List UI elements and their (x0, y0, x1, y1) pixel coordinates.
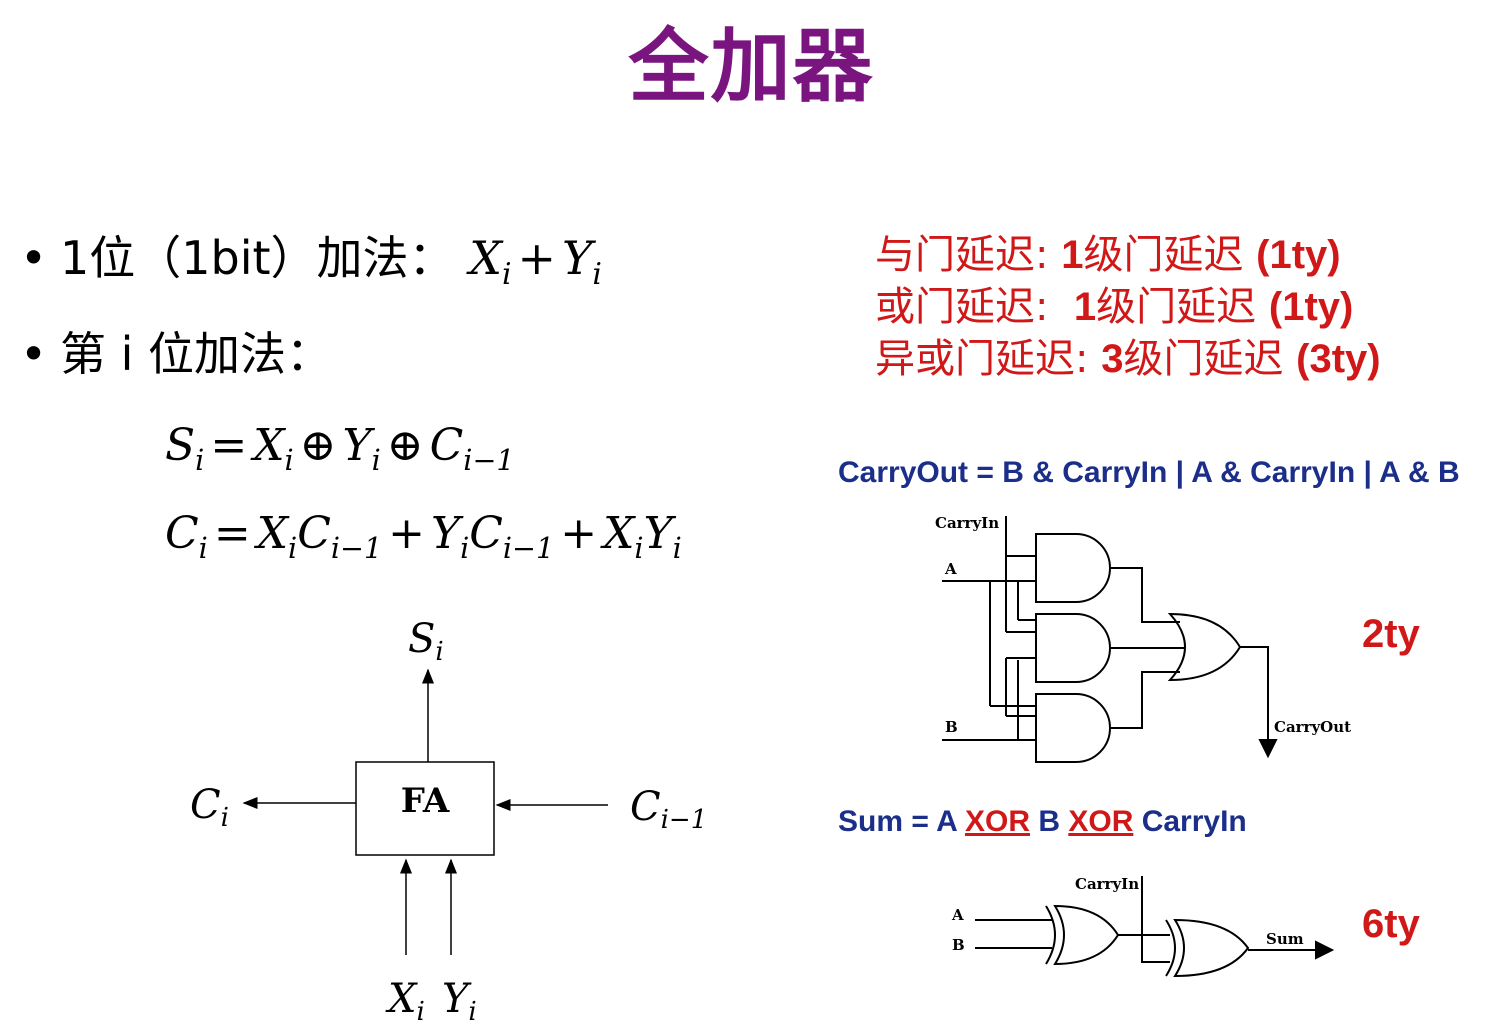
a-label: A (944, 560, 957, 578)
and-gate-2 (1035, 613, 1111, 683)
fa-label: FA (401, 781, 450, 821)
bullet-ith-add: •第 i 位加法： (20, 318, 332, 384)
bullet-1bit-add: •1位（1bit）加法： Xi+Yi (20, 222, 602, 292)
sum-carryin-wire (1141, 876, 1170, 963)
carryout-circuit: CarryIn A B CarryOut (935, 514, 1351, 763)
sum-formula: Sum = A XOR B XOR CarryIn (838, 805, 1247, 838)
fa-bottom-y-label: Yi (442, 976, 477, 1027)
bullet-text: 1位（1bit）加法： (60, 231, 455, 285)
sum-equation: Si=Xi⊕Yi⊕Ci−1 (165, 420, 515, 477)
sum-arrow-icon (1315, 940, 1335, 960)
carry-delay-label: 2ty (1362, 612, 1420, 656)
fa-bottom-x-label: Xi (385, 976, 425, 1027)
and-gate-3 (1035, 693, 1111, 763)
sum-circuit: CarryIn A B Sum (951, 875, 1335, 978)
or-gate (1167, 612, 1242, 682)
carryin-label: CarryIn (935, 514, 999, 532)
fa-box (355, 761, 495, 856)
carryout-wire (1240, 646, 1269, 742)
bullet-text: 第 i 位加法： (60, 327, 333, 381)
delay-or: 或门延迟: 1级门延迟 (1ty) (875, 284, 1354, 330)
sum-a-label: A (951, 906, 964, 924)
fa-block-diagram: FA Si Ci Ci−1 Xi Yi (190, 616, 707, 1027)
carryout-label: CarryOut (1274, 718, 1351, 736)
bullet-dot-icon: • (20, 231, 48, 285)
fa-left-label: Ci (190, 782, 229, 833)
carryout-arrow-icon (1258, 739, 1278, 759)
sum-carryin-label: CarryIn (1075, 875, 1139, 893)
xor-gate-1-back (1045, 905, 1056, 965)
xor-gate-2 (1173, 918, 1250, 978)
delay-xor: 异或门延迟: 3级门延迟 (3ty) (875, 336, 1381, 382)
bullet-math: Xi+Yi (469, 231, 602, 293)
carry-equation: Ci=XiCi−1+YiCi−1+XiYi (165, 508, 682, 565)
delay-and: 与门延迟: 1级门延迟 (1ty) (875, 232, 1341, 278)
sum-delay-label: 6ty (1362, 902, 1420, 946)
carryout-formula: CarryOut = B & CarryIn | A & CarryIn | A… (838, 456, 1460, 489)
bullet-dot-icon: • (20, 327, 48, 381)
page-title: 全加器 (628, 20, 875, 113)
sum-output-label: Sum (1266, 930, 1304, 948)
b-label: B (945, 718, 958, 736)
fa-right-label: Ci−1 (630, 784, 707, 835)
xor-gate-2-back (1165, 919, 1176, 977)
fa-top-label: Si (408, 616, 444, 667)
sum-b-label: B (952, 936, 965, 954)
and-gate-1 (1035, 533, 1111, 603)
xor-gate-1 (1053, 904, 1120, 966)
